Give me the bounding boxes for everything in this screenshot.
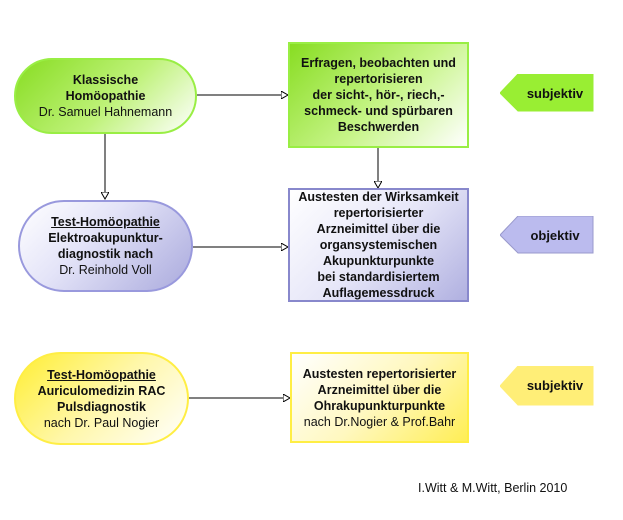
tag-label: objektiv [530,227,580,243]
credit-text: I.Witt & M.Witt, Berlin 2010 [418,481,568,495]
node-classic-homeopathy: Klassische Homöopathie Dr. Samuel Hahnem… [14,58,197,134]
node-line: Homöopathie [65,89,146,103]
node-test-efficacy: Austesten der Wirksamkeit repertorisiert… [288,188,469,302]
node-line: Austesten der Wirksamkeit [298,190,459,204]
node-line: Auriculomedizin RAC [37,383,166,398]
node-line: Ohrakupunkturpunkte [313,398,446,413]
node-line: Erfragen, beobachten und [301,56,456,70]
tag-objective: objektiv [500,216,594,254]
node-line: Auflagemessdruck [322,286,435,300]
node-line: Austesten repertorisierter [302,366,457,381]
node-line: nach Dr.Nogier & Prof.Bahr [303,414,456,429]
tag-label: subjektiv [526,377,584,393]
node-line: der sicht-, hör-, riech,- [312,88,445,102]
node-line: Arzneimittel über die [317,382,442,397]
node-line: Beschwerden [337,120,420,134]
tag-subjective-2: subjektiv [500,366,594,406]
node-line: Elektroakupunktur- [48,231,163,245]
tag-label: subjektiv [526,85,584,101]
node-line: Test-Homöopathie [47,367,156,382]
node-auriculomedicine: Test-Homöopathie Auriculomedizin RAC Pul… [14,352,189,445]
tag-subjective-1: subjektiv [500,74,594,112]
node-line: bei standardisiertem [317,270,440,284]
node-line: Dr. Reinhold Voll [59,263,152,277]
node-line: organsystemischen [319,238,438,252]
node-line: Arzneimittel über die [316,222,441,236]
node-line: schmeck- und spürbaren [304,104,453,118]
node-line: Akupunkturpunkte [322,254,435,268]
node-line: Dr. Samuel Hahnemann [38,105,173,119]
node-line: Test-Homöopathie [51,215,160,229]
node-line: repertorisieren [334,72,423,86]
node-ask-observe: Erfragen, beobachten und repertorisieren… [288,42,469,148]
node-line: nach Dr. Paul Nogier [43,415,160,430]
node-line: Klassische [72,73,139,87]
node-electroacupuncture: Test-Homöopathie Elektroakupunktur- diag… [18,200,193,292]
node-line: repertorisierter [333,206,424,220]
node-line: diagnostik nach [57,247,154,261]
node-line: Pulsdiagnostik [57,399,146,414]
node-test-ear-points: Austesten repertorisierter Arzneimittel … [290,352,469,443]
